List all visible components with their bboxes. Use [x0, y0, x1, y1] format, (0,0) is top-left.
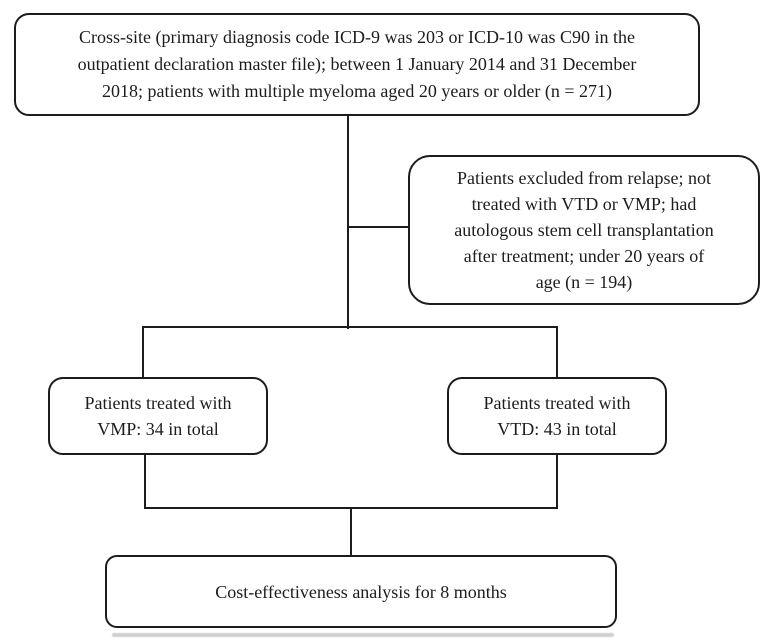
node-vmp-line-2: VMP: 34 in total: [97, 419, 219, 439]
node-excluded-line-1: Patients excluded from relapse; not: [457, 168, 711, 188]
node-vmp-arm: Patients treated with VMP: 34 in total: [48, 377, 268, 455]
connector-split-to-arms: [142, 326, 558, 380]
node-analysis-line-1: Cost-effectiveness analysis for 8 months: [215, 581, 507, 602]
node-source-line-3: 2018; patients with multiple myeloma age…: [101, 81, 613, 101]
node-excluded-patients: Patients excluded from relapse; not trea…: [408, 155, 760, 305]
node-source-population: Cross-site (primary diagnosis code ICD-9…: [14, 13, 700, 116]
node-excluded-line-4: after treatment; under 20 years of: [463, 246, 705, 266]
node-vtd-line-1: Patients treated with: [483, 393, 631, 413]
node-excluded-line-5: age (n = 194): [535, 272, 633, 292]
node-vtd-arm: Patients treated with VTD: 43 in total: [447, 377, 667, 455]
node-vmp-line-1: Patients treated with: [84, 393, 232, 413]
node-vtd-line-2: VTD: 43 in total: [497, 419, 617, 439]
node-excluded-line-3: autologous stem cell transplantation: [454, 220, 714, 240]
scan-artifact-line: [112, 633, 614, 637]
node-source-line-2: outpatient declaration master file); bet…: [77, 54, 637, 74]
node-cost-effectiveness-analysis: Cost-effectiveness analysis for 8 months: [105, 555, 617, 628]
node-excluded-line-2: treated with VTD or VMP; had: [471, 194, 697, 214]
node-source-line-1: Cross-site (primary diagnosis code ICD-9…: [79, 27, 635, 47]
